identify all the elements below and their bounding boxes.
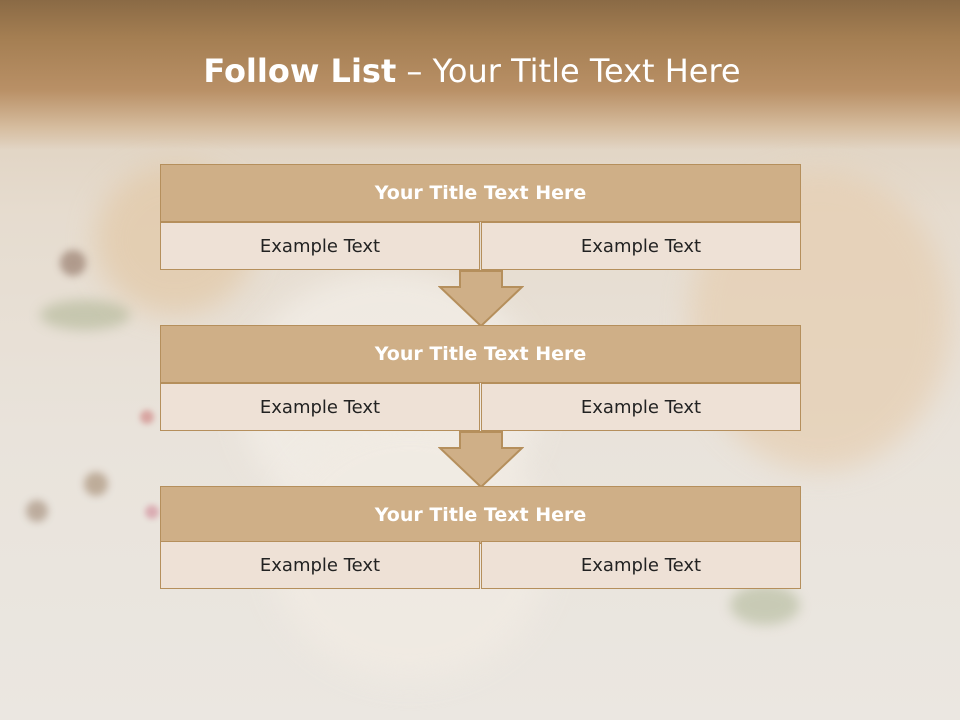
down-arrow-icon	[438, 431, 524, 489]
block-cell-right: Example Text	[481, 222, 801, 270]
block-cell-left: Example Text	[160, 383, 480, 431]
page-title: Follow List – Your Title Text Here	[0, 52, 944, 90]
block-title: Your Title Text Here	[160, 325, 801, 383]
title-band	[0, 0, 960, 150]
down-arrow-icon	[438, 270, 524, 328]
title-subtitle-part: – Your Title Text Here	[396, 52, 741, 90]
block-cell-left: Example Text	[160, 541, 480, 589]
block-title: Your Title Text Here	[160, 486, 801, 544]
block-title: Your Title Text Here	[160, 164, 801, 222]
block-cell-right: Example Text	[481, 541, 801, 589]
block-cell-left: Example Text	[160, 222, 480, 270]
block-cell-right: Example Text	[481, 383, 801, 431]
title-bold-part: Follow List	[203, 52, 397, 90]
